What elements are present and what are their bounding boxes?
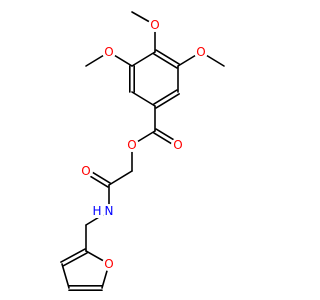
atom-bg-o-methoxy-left <box>102 45 116 59</box>
atom-label-n-amide: N <box>105 204 114 218</box>
bond-f3-f2-double-1 <box>62 252 88 267</box>
atom-layer: O O O O O O N O H <box>79 18 208 271</box>
atom-label-o-furan: O <box>104 257 113 271</box>
bond-f4-f3 <box>61 263 70 289</box>
atom-label-o-methoxy-left: O <box>104 45 113 59</box>
atom-bg-h-amide <box>91 204 103 218</box>
atom-bg-o-carbonyl-amide <box>79 164 93 178</box>
bond-ch2-ca <box>108 170 133 186</box>
bond-c1-c6-double-0 <box>153 89 178 105</box>
bond-c4-c3 <box>131 51 156 67</box>
bond-f3-f2-double-0 <box>60 248 86 263</box>
bond-c5-c4-double-0 <box>153 53 178 69</box>
bond-c5-c4-double-1 <box>155 49 180 65</box>
atom-bg-o-methoxy-top <box>148 18 162 32</box>
bond-c1-c6-double-1 <box>155 93 180 109</box>
atom-bg-o-ester <box>125 138 139 152</box>
atom-label-o-carbonyl-ester: O <box>173 138 182 152</box>
atom-bg-o-methoxy-right <box>194 45 208 59</box>
bond-c2-c1 <box>131 91 156 107</box>
molecule-structure: O O O O O O N O H <box>60 11 225 292</box>
atom-bg-o-furan <box>102 257 116 271</box>
atom-label-o-carbonyl-amide: O <box>81 164 90 178</box>
atom-bg-o-carbonyl-ester <box>171 138 185 152</box>
atom-label-h-amide: H <box>92 204 101 218</box>
atom-label-o-methoxy-top: O <box>150 18 159 32</box>
atom-label-o-methoxy-right: O <box>196 45 205 59</box>
atom-bg-n-amide <box>102 204 116 218</box>
atom-label-o-ester: O <box>127 138 136 152</box>
